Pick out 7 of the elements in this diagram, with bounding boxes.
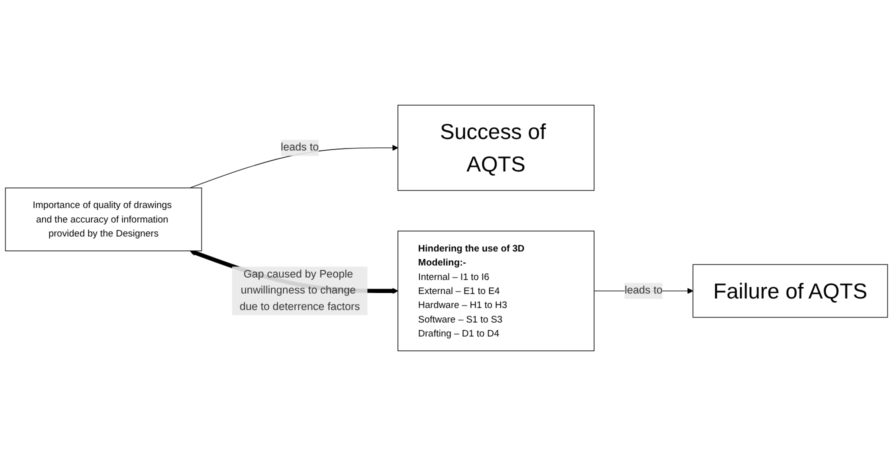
node-box: Importance of quality of drawings and the accuracy of information provided by the Designers — [5, 188, 202, 252]
edge-label: leads to — [280, 142, 319, 154]
node-box: Hindering the use of 3D Modeling:- Internal – I1 to I6 External – E1 to E4 Hardware – H1 to H3 Software – S1 to S3 Drafting – D1 to D4 — [398, 230, 594, 352]
node-box: Failure of AQTS — [692, 264, 888, 318]
node-box: Success of AQTS — [398, 104, 594, 191]
edge-label: Gap caused by People unwillingness to change due to deterrence factors — [240, 268, 360, 313]
edge-label: leads to — [624, 284, 662, 296]
